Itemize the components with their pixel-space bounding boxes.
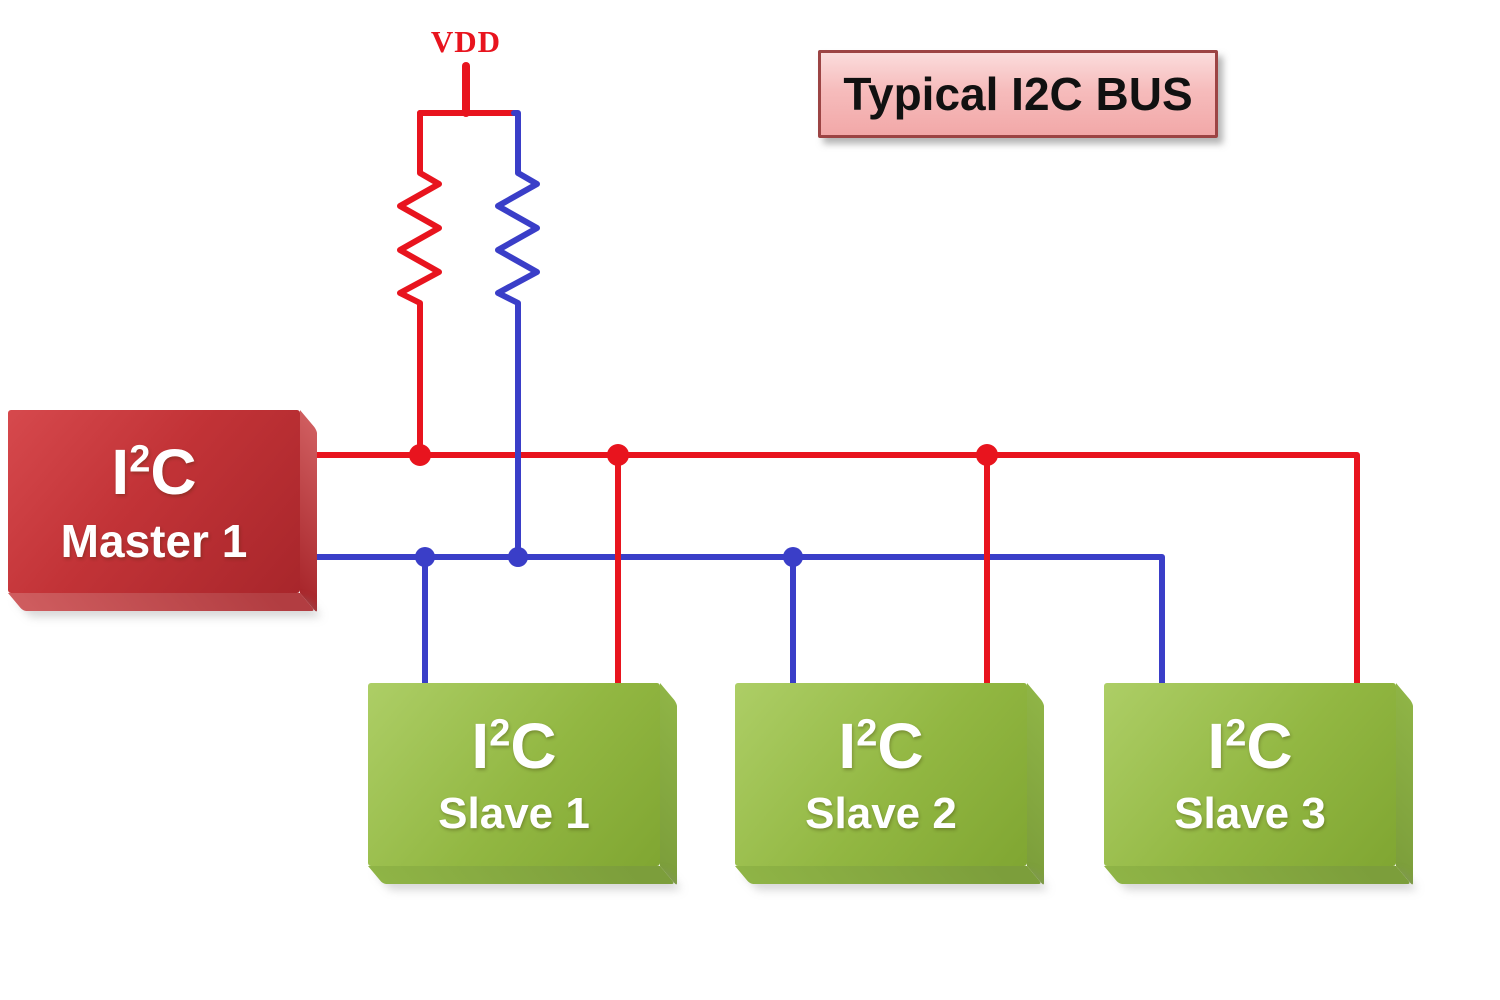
i2c-master-box: I2C Master 1 xyxy=(8,410,317,614)
master-box-bottom-face xyxy=(8,593,316,611)
i2c-slave-3-box: I2C Slave 3 xyxy=(1104,683,1413,887)
slave2-box-front-face: I2C Slave 2 xyxy=(735,683,1027,866)
red-bus-line xyxy=(313,452,1360,686)
red-junction-dot-resistor xyxy=(409,444,431,466)
slave3-chip-label: I2C xyxy=(1207,709,1293,782)
slave2-box-bottom-face xyxy=(735,866,1043,884)
slave3-label: Slave 3 xyxy=(1174,788,1326,838)
i2c-slave-2-box: I2C Slave 2 xyxy=(735,683,1044,887)
blue-junction-dot-slave2 xyxy=(783,547,803,567)
red-pullup-resistor xyxy=(397,110,442,455)
page-title: Typical I2C BUS xyxy=(843,68,1193,120)
slave3-box-side-face xyxy=(1396,683,1413,887)
slave1-box-side-face xyxy=(660,683,677,887)
slave2-box-side-face xyxy=(1027,683,1044,887)
slave1-chip-label: I2C xyxy=(471,709,557,782)
blue-junction-dot-slave1 xyxy=(415,547,435,567)
red-junction-dot-slave1 xyxy=(607,444,629,466)
blue-pullup-resistor xyxy=(495,110,540,557)
master-label: Master 1 xyxy=(60,514,248,567)
slave2-label: Slave 2 xyxy=(805,788,957,838)
blue-bus-line xyxy=(313,554,1165,686)
vdd-label: VDD xyxy=(430,24,502,59)
blue-junction-dot-resistor xyxy=(508,547,528,567)
i2c-slave-1-box: I2C Slave 1 xyxy=(368,683,677,887)
slave2-chip-label: I2C xyxy=(838,709,924,782)
slave1-box-bottom-face xyxy=(368,866,676,884)
master-box-side-face xyxy=(300,410,317,614)
slave1-box-front-face: I2C Slave 1 xyxy=(368,683,660,866)
master-box-front-face: I2C Master 1 xyxy=(8,410,300,593)
red-junction-dot-slave2 xyxy=(976,444,998,466)
master-chip-label: I2C xyxy=(111,435,197,508)
slave1-label: Slave 1 xyxy=(438,788,590,838)
slave3-box-bottom-face xyxy=(1104,866,1412,884)
title-box: Typical I2C BUS xyxy=(818,50,1218,138)
slave3-box-front-face: I2C Slave 3 xyxy=(1104,683,1396,866)
